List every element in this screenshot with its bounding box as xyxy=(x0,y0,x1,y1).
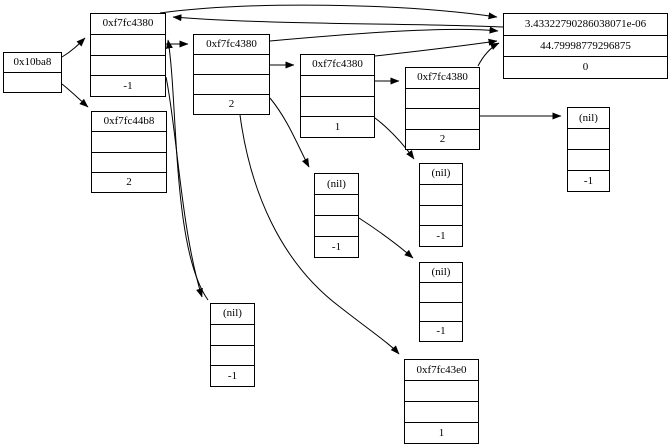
node-address: 0xf7fc4380 xyxy=(206,38,257,50)
edge-i-to-k xyxy=(358,217,414,259)
edge-e-to-j xyxy=(374,117,415,160)
float-value-cell: 44.79998779296875 xyxy=(504,34,667,57)
pointer-cell xyxy=(420,183,462,205)
pointer-cell xyxy=(194,74,269,94)
pointer-cell xyxy=(194,54,269,74)
node-address: 0xf7fc44b8 xyxy=(103,115,155,128)
node-m-0xf7fc43e0: 0xf7fc43e0 1 xyxy=(404,359,479,444)
value-cell: -1 xyxy=(211,365,254,386)
pointer-cell xyxy=(301,74,374,96)
value-cell: 2 xyxy=(194,94,269,114)
node-address: (nil) xyxy=(579,111,598,124)
edge-d-to-m xyxy=(239,114,400,355)
node-address: 0xf7fc4380 xyxy=(102,17,154,30)
edge-f-to-g xyxy=(477,42,500,67)
node-j-nil: (nil) -1 xyxy=(419,163,463,247)
value-cell: -1 xyxy=(420,225,462,246)
value-cell: -1 xyxy=(568,170,609,191)
value-cell: 1 xyxy=(405,422,478,443)
node-address: (nil) xyxy=(223,307,242,320)
node-g-float-values: 3.43322790286038071e-06 44.7999877929687… xyxy=(503,13,668,79)
value-cell: -1 xyxy=(420,321,462,341)
pointer-cell xyxy=(568,128,609,149)
pointer-cell xyxy=(4,72,61,92)
pointer-cell xyxy=(568,149,609,170)
pointer-cell xyxy=(91,33,165,55)
float-value-cell: 3.43322790286038071e-06 xyxy=(524,17,647,30)
node-d-0xf7fc4380: 0xf7fc4380 2 xyxy=(193,34,270,115)
edge-head-to-b xyxy=(61,37,86,58)
value-cell: -1 xyxy=(315,236,358,257)
pointer-cell xyxy=(315,194,358,215)
pointer-cell xyxy=(315,215,358,236)
pointer-cell xyxy=(301,95,374,117)
node-address: 0x10ba8 xyxy=(13,56,52,68)
edge-b-to-l xyxy=(165,76,203,298)
value-cell: 1 xyxy=(301,116,374,137)
node-head-0x10ba8: 0x10ba8 xyxy=(3,52,62,93)
pointer-cell xyxy=(406,108,479,129)
edge-head-to-c xyxy=(61,83,89,108)
pointer-cell xyxy=(405,401,478,422)
node-b-0xf7fc4380: 0xf7fc4380 -1 xyxy=(90,13,166,97)
pointer-cell xyxy=(211,344,254,366)
node-l-nil: (nil) -1 xyxy=(210,303,255,387)
node-address: 0xf7fc43e0 xyxy=(416,363,467,376)
edge-d-to-i xyxy=(269,97,310,168)
value-cell: 0 xyxy=(504,56,667,78)
pointer-cell xyxy=(92,151,166,172)
pointer-cell xyxy=(420,204,462,226)
node-e-0xf7fc4380: 0xf7fc4380 1 xyxy=(300,54,375,138)
edge-b-to-g xyxy=(159,4,498,20)
node-h-nil: (nil) -1 xyxy=(567,107,610,192)
value-cell: 2 xyxy=(406,128,479,150)
node-address: 0xf7fc4380 xyxy=(417,71,468,84)
pointer-cell xyxy=(211,323,254,345)
node-c-0xf7fc44b8: 0xf7fc44b8 2 xyxy=(91,111,167,193)
value-cell: -1 xyxy=(91,75,165,96)
pointer-cell xyxy=(92,131,166,151)
node-address: 0xf7fc4380 xyxy=(312,58,363,71)
pointer-cell xyxy=(420,281,462,302)
node-address: (nil) xyxy=(431,167,451,180)
edge-g-to-b xyxy=(172,14,504,28)
value-cell: 2 xyxy=(92,171,166,192)
node-address: (nil) xyxy=(431,265,451,278)
pointer-cell xyxy=(420,301,462,322)
node-address: (nil) xyxy=(327,177,346,190)
pointer-cell xyxy=(406,87,479,109)
edge-d-to-g xyxy=(269,26,499,42)
node-k-nil: (nil) -1 xyxy=(419,262,463,342)
node-f-0xf7fc4380: 0xf7fc4380 2 xyxy=(405,67,480,150)
edge-e-to-g xyxy=(374,38,498,57)
node-i-nil: (nil) -1 xyxy=(314,173,359,258)
pointer-cell xyxy=(91,54,165,76)
pointer-cell xyxy=(405,380,478,401)
